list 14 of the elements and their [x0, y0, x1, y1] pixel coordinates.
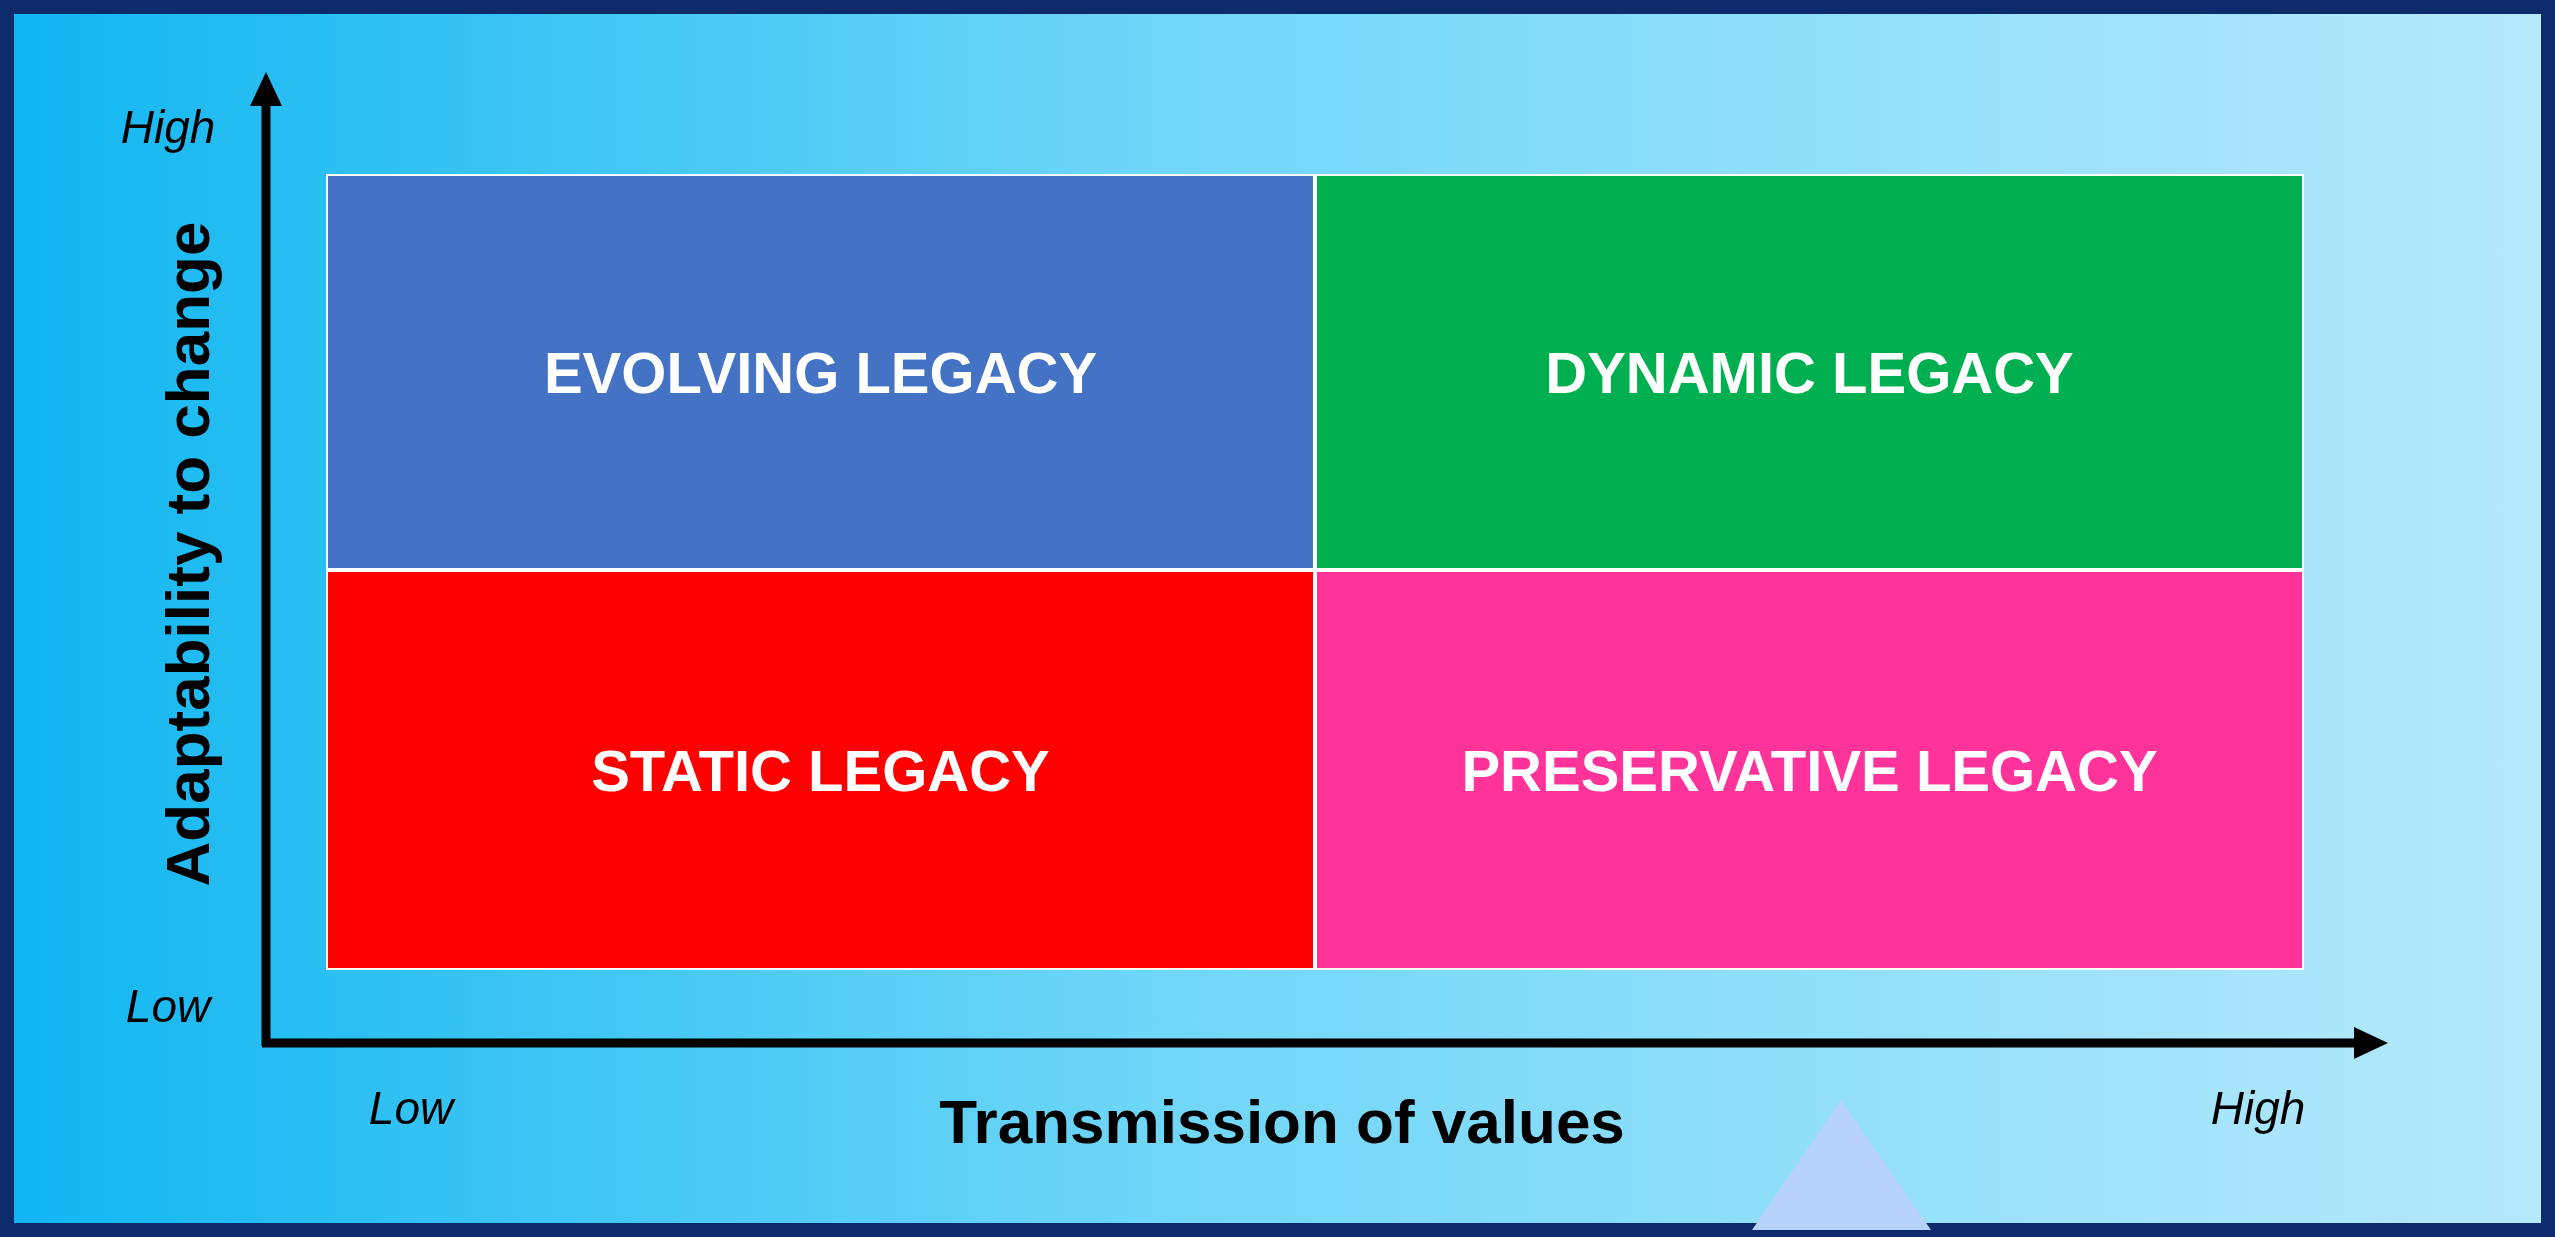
- axis-tick-label: Low: [125, 979, 211, 1033]
- quadrant-label: STATIC LEGACY: [591, 736, 1050, 804]
- quadrant-label: EVOLVING LEGACY: [543, 338, 1098, 406]
- quadrant-box: [326, 570, 1315, 970]
- axis-tick-label: Low: [368, 1081, 454, 1135]
- axis-title: Transmission of values: [939, 1085, 1625, 1157]
- quadrant-box: [1315, 570, 2304, 970]
- quadrant-box: [1315, 174, 2304, 570]
- axis-tick-label: High: [2210, 1081, 2306, 1135]
- axis-title: Adaptability to change: [151, 221, 223, 887]
- quadrant-label: DYNAMIC LEGACY: [1545, 338, 2074, 406]
- quadrant-label: PRESERVATIVE LEGACY: [1461, 736, 2158, 804]
- quadrant-box: [326, 174, 1315, 570]
- axis-tick-label: High: [120, 100, 216, 154]
